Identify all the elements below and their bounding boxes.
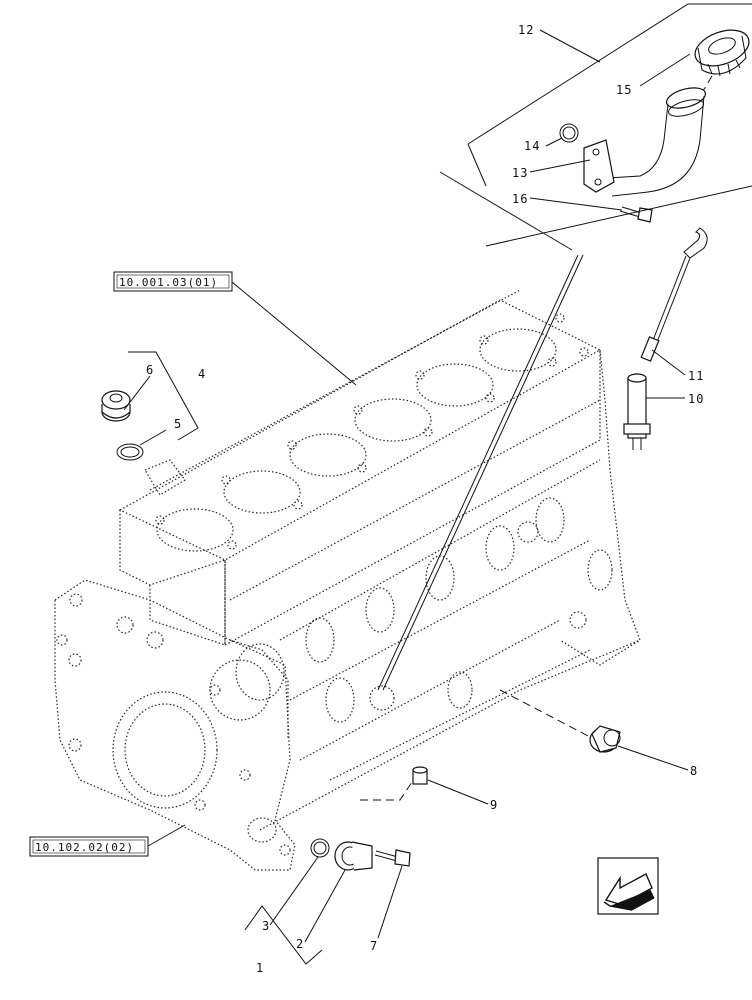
ref-label-front-cover: 10.102.02(02) <box>35 841 134 854</box>
callout-1: 1 <box>256 961 264 975</box>
ref-box-front-cover[interactable]: 10.102.02(02) <box>29 836 149 857</box>
dipstick-seal <box>623 373 651 450</box>
callout-5: 5 <box>174 417 182 431</box>
drain-plug <box>334 841 373 871</box>
dowel-bushing <box>412 766 428 785</box>
plug <box>101 390 131 422</box>
filler-cap <box>694 29 750 77</box>
callout-2: 2 <box>296 937 304 951</box>
dipstick <box>640 227 708 362</box>
callout-11: 11 <box>688 369 704 383</box>
group-bracket-1 <box>244 905 323 965</box>
plug-gasket <box>116 443 144 461</box>
callout-9: 9 <box>490 798 498 812</box>
callout-13: 13 <box>512 166 528 180</box>
callout-8: 8 <box>690 764 698 778</box>
callout-14: 14 <box>524 139 540 153</box>
callout-6: 6 <box>146 363 154 377</box>
dipstick-guide-tube <box>377 254 584 691</box>
engine-block <box>54 289 641 871</box>
ref-box-block[interactable]: 10.001.03(01) <box>113 271 233 292</box>
drain-plug-screw <box>374 849 411 867</box>
callout-12: 12 <box>518 23 534 37</box>
group-bracket-4 <box>128 351 199 441</box>
arrow-previous-icon[interactable] <box>597 857 659 915</box>
filler-neck <box>583 87 707 197</box>
ref-label-block: 10.001.03(01) <box>119 276 218 289</box>
callout-3: 3 <box>262 919 270 933</box>
core-plug <box>589 725 621 753</box>
callout-15: 15 <box>616 83 632 97</box>
callout-4: 4 <box>198 367 206 381</box>
callout-16: 16 <box>512 192 528 206</box>
group-bracket-12 <box>467 3 752 145</box>
drain-plug-o-ring <box>310 838 330 858</box>
callout-7: 7 <box>370 939 378 953</box>
callout-10: 10 <box>688 392 704 406</box>
filler-neck-o-ring <box>559 123 579 143</box>
